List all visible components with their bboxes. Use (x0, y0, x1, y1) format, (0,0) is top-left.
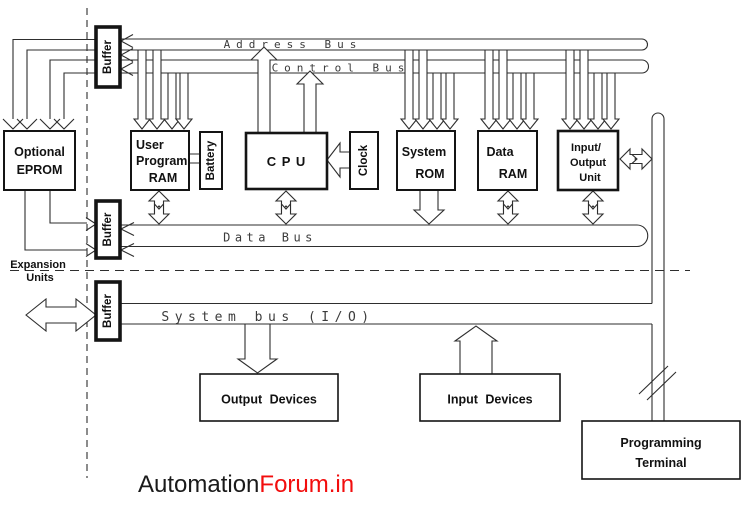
programming-terminal-block (581, 420, 741, 480)
watermark-part1: Automation (138, 471, 259, 498)
rom-to-data-bus-arrow (412, 189, 446, 225)
data-ram-label-2: RAM (499, 167, 527, 181)
control-bus-pipe (121, 59, 650, 74)
io-unit-label-1: Input/ (571, 142, 601, 154)
double-arrow-down (147, 202, 171, 225)
system-bus-label: System bus (I/O) (161, 310, 374, 325)
double-arrow-up (147, 190, 171, 213)
eprom-to-buffer-lines (24, 190, 87, 251)
double-arrow-down (581, 202, 605, 225)
bus-down-arrow (493, 49, 513, 130)
address-bus-label: Address Bus (224, 38, 363, 51)
buffer-to-eprom-lines (12, 38, 96, 119)
io-unit-block (556, 129, 620, 192)
double-arrow-down (496, 202, 520, 225)
data-bus-into-buffer2-arrowheads (119, 222, 135, 257)
expansion-units-label-1: Expansion (10, 259, 66, 271)
user-ram-label-3: RAM (149, 171, 177, 185)
io-riser-cap (651, 112, 665, 120)
output-devices-label: Output Devices (221, 393, 317, 407)
system-rom-label-2: ROM (415, 167, 444, 181)
cpu-to-control-bus-arrow (295, 70, 325, 134)
watermark-logo: AutomationForum.in (138, 471, 354, 498)
expansion-double-arrow (25, 297, 97, 333)
input-devices-block (419, 373, 561, 422)
input-devices-label: Input Devices (447, 393, 532, 407)
feed-lines (12, 38, 200, 251)
eprom-label-1: Optional (14, 145, 65, 159)
double-arrow-up (274, 190, 298, 213)
clock-label: Clock (358, 144, 370, 176)
bus-down-arrow (574, 49, 594, 130)
buffer-into-eprom-arrowheads (2, 118, 75, 130)
io-unit-label-2: Output (570, 157, 606, 169)
labels: Address Bus Control Bus Data Bus System … (10, 38, 701, 498)
eprom-label-2: EPROM (17, 163, 63, 177)
bus-down-arrow (132, 49, 152, 130)
user-ram-label-2: Program (136, 154, 187, 168)
buffer2-label: Buffer (102, 212, 114, 246)
expansion-units-label-2: Units (26, 272, 54, 284)
bus-down-arrow (147, 49, 167, 130)
bus-to-output-devices-arrow (236, 323, 279, 374)
double-arrow-up (581, 190, 605, 213)
buffer3-label: Buffer (102, 294, 114, 328)
cpu-label: C P U (267, 154, 306, 169)
buffer1-label: Buffer (102, 40, 114, 74)
programming-terminal-label-2: Terminal (635, 456, 686, 470)
watermark-part2: Forum.in (259, 471, 354, 498)
io-unit-label-3: Unit (579, 172, 601, 184)
user-ram-label-1: User (136, 138, 164, 152)
arrows (25, 46, 653, 375)
double-arrow-up (496, 190, 520, 213)
input-devices-to-bus-arrow (453, 325, 499, 375)
bus-into-buffer1-arrowheads (119, 34, 134, 76)
optional-eprom-block (3, 130, 76, 191)
bus-down-arrow (601, 72, 621, 130)
data-ram-label-1: Data (486, 145, 514, 159)
bus-down-arrow (440, 72, 460, 130)
data-bus-label: Data Bus (223, 231, 317, 245)
user-program-ram-block (130, 130, 190, 191)
bus-down-arrow (479, 49, 499, 130)
bus-down-arrow (174, 72, 194, 130)
io-riser-arrow-left (619, 147, 642, 171)
bus-down-arrow (162, 72, 182, 130)
bus-down-arrow (427, 72, 447, 130)
output-devices-block (199, 373, 339, 422)
cable-break-mark (638, 365, 677, 401)
clock-block (349, 131, 379, 190)
bus-down-arrow (507, 72, 527, 130)
blocks (3, 25, 741, 480)
cpu-block (244, 131, 329, 191)
bus-down-arrow (560, 49, 580, 130)
data-bus-pipe (121, 224, 649, 248)
buffer1-block (94, 25, 122, 89)
system-rom-block (396, 130, 456, 191)
io-riser-pipe (651, 119, 665, 421)
clock-to-cpu-arrow (326, 141, 352, 179)
buffer3-block (94, 280, 122, 342)
double-arrow-down (274, 202, 298, 225)
bus-down-arrow (588, 72, 608, 130)
io-riser-arrow-right (630, 147, 653, 171)
battery-label: Battery (205, 140, 217, 180)
control-bus-label: Control Bus (272, 62, 411, 75)
bus-down-arrow (413, 49, 433, 130)
data-ram-block (477, 130, 538, 191)
ram-battery-links (189, 153, 200, 164)
buffer2-block (94, 199, 122, 260)
battery-block (199, 131, 223, 190)
bus-down-arrow (399, 49, 419, 130)
address-bus-pipe (121, 38, 648, 51)
separators (10, 8, 690, 478)
buses (121, 38, 677, 421)
bus-down-arrow (520, 72, 540, 130)
system-rom-label-1: System (402, 145, 446, 159)
programming-terminal-label-1: Programming (620, 436, 701, 450)
cpu-to-address-bus-arrow (249, 46, 279, 134)
